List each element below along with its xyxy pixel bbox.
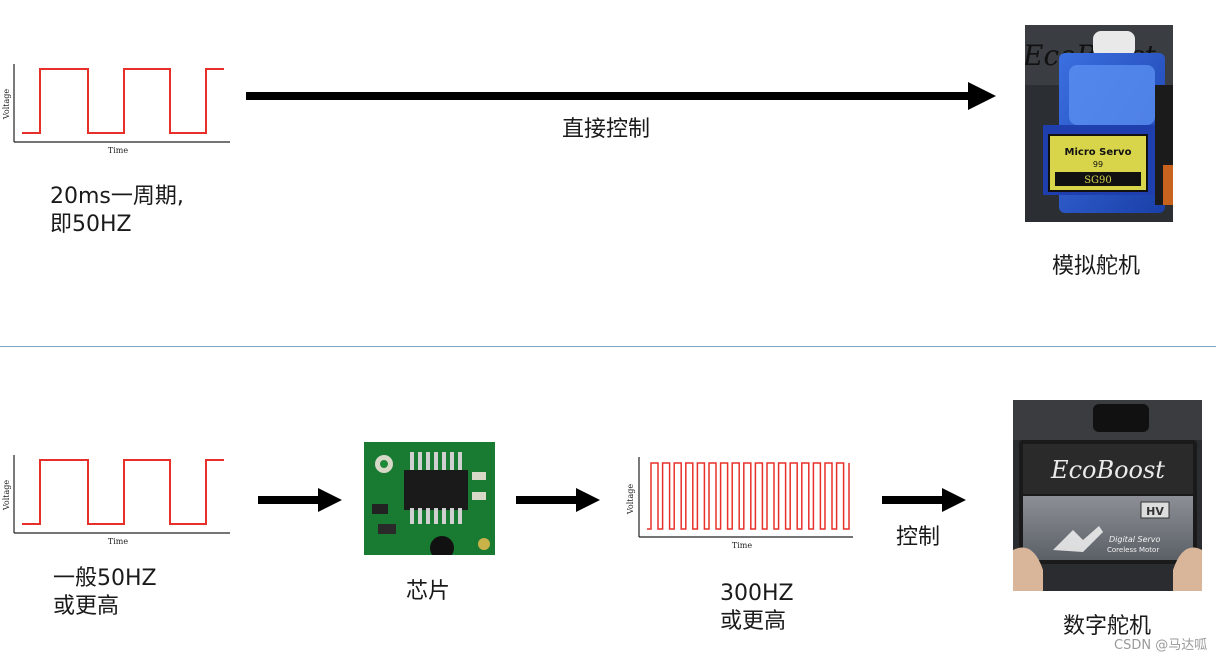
arrow-to-digital-servo xyxy=(882,488,966,512)
input-frequency-line-2: 或更高 xyxy=(53,594,120,619)
analog-servo-photo: EcoBoost Micro Servo 99 SG90 xyxy=(1025,25,1173,222)
analog-servo-model-line-1: Micro Servo xyxy=(1065,147,1132,158)
period-line-1: 20ms一周期, xyxy=(50,184,184,209)
chip-label: 芯片 xyxy=(406,579,451,604)
x-axis-label: Time xyxy=(732,541,752,550)
section-divider xyxy=(0,346,1216,347)
period-label: 20ms一周期, 即50HZ xyxy=(50,183,184,239)
digital-servo-label: 数字舵机 xyxy=(1063,614,1152,639)
arrow-from-chip xyxy=(516,488,600,512)
slow-pwm-waveform-bottom: Time Voltage xyxy=(0,451,235,551)
x-axis-label: Time xyxy=(108,146,128,155)
output-frequency-label: 300HZ 或更高 xyxy=(720,580,794,636)
arrow-to-chip xyxy=(258,488,342,512)
output-frequency-line-2: 或更高 xyxy=(720,609,787,634)
y-axis-label: Voltage xyxy=(2,89,11,121)
analog-servo-model-line-3: SG90 xyxy=(1084,175,1112,186)
control-label: 控制 xyxy=(896,525,941,550)
digital-servo-photo: EcoBoost HV Digital Servo Coreless Motor xyxy=(1013,400,1202,591)
digital-servo-line-1: Digital Servo xyxy=(1109,535,1161,544)
watermark: CSDN @马达呱 xyxy=(1114,638,1208,653)
analog-servo-label: 模拟舵机 xyxy=(1052,254,1141,279)
input-frequency-label: 一般50HZ 或更高 xyxy=(53,565,157,621)
digital-servo-brand-text: EcoBoost xyxy=(1050,456,1165,484)
y-axis-label: Voltage xyxy=(2,480,11,512)
input-frequency-line-1: 一般50HZ xyxy=(53,566,157,591)
slow-pwm-waveform-top: Time Voltage xyxy=(0,60,235,160)
analog-servo-model-line-2: 99 xyxy=(1093,160,1103,169)
y-axis-label: Voltage xyxy=(626,484,635,516)
period-line-2: 即50HZ xyxy=(50,212,132,237)
chip-photo xyxy=(364,442,495,555)
direct-control-label: 直接控制 xyxy=(562,117,651,142)
x-axis-label: Time xyxy=(108,537,128,546)
direct-control-arrow xyxy=(246,82,998,110)
digital-servo-line-2: Coreless Motor xyxy=(1107,546,1159,554)
digital-servo-badge: HV xyxy=(1146,505,1164,518)
fast-pwm-waveform: Time Voltage xyxy=(625,455,855,555)
output-frequency-line-1: 300HZ xyxy=(720,581,794,606)
